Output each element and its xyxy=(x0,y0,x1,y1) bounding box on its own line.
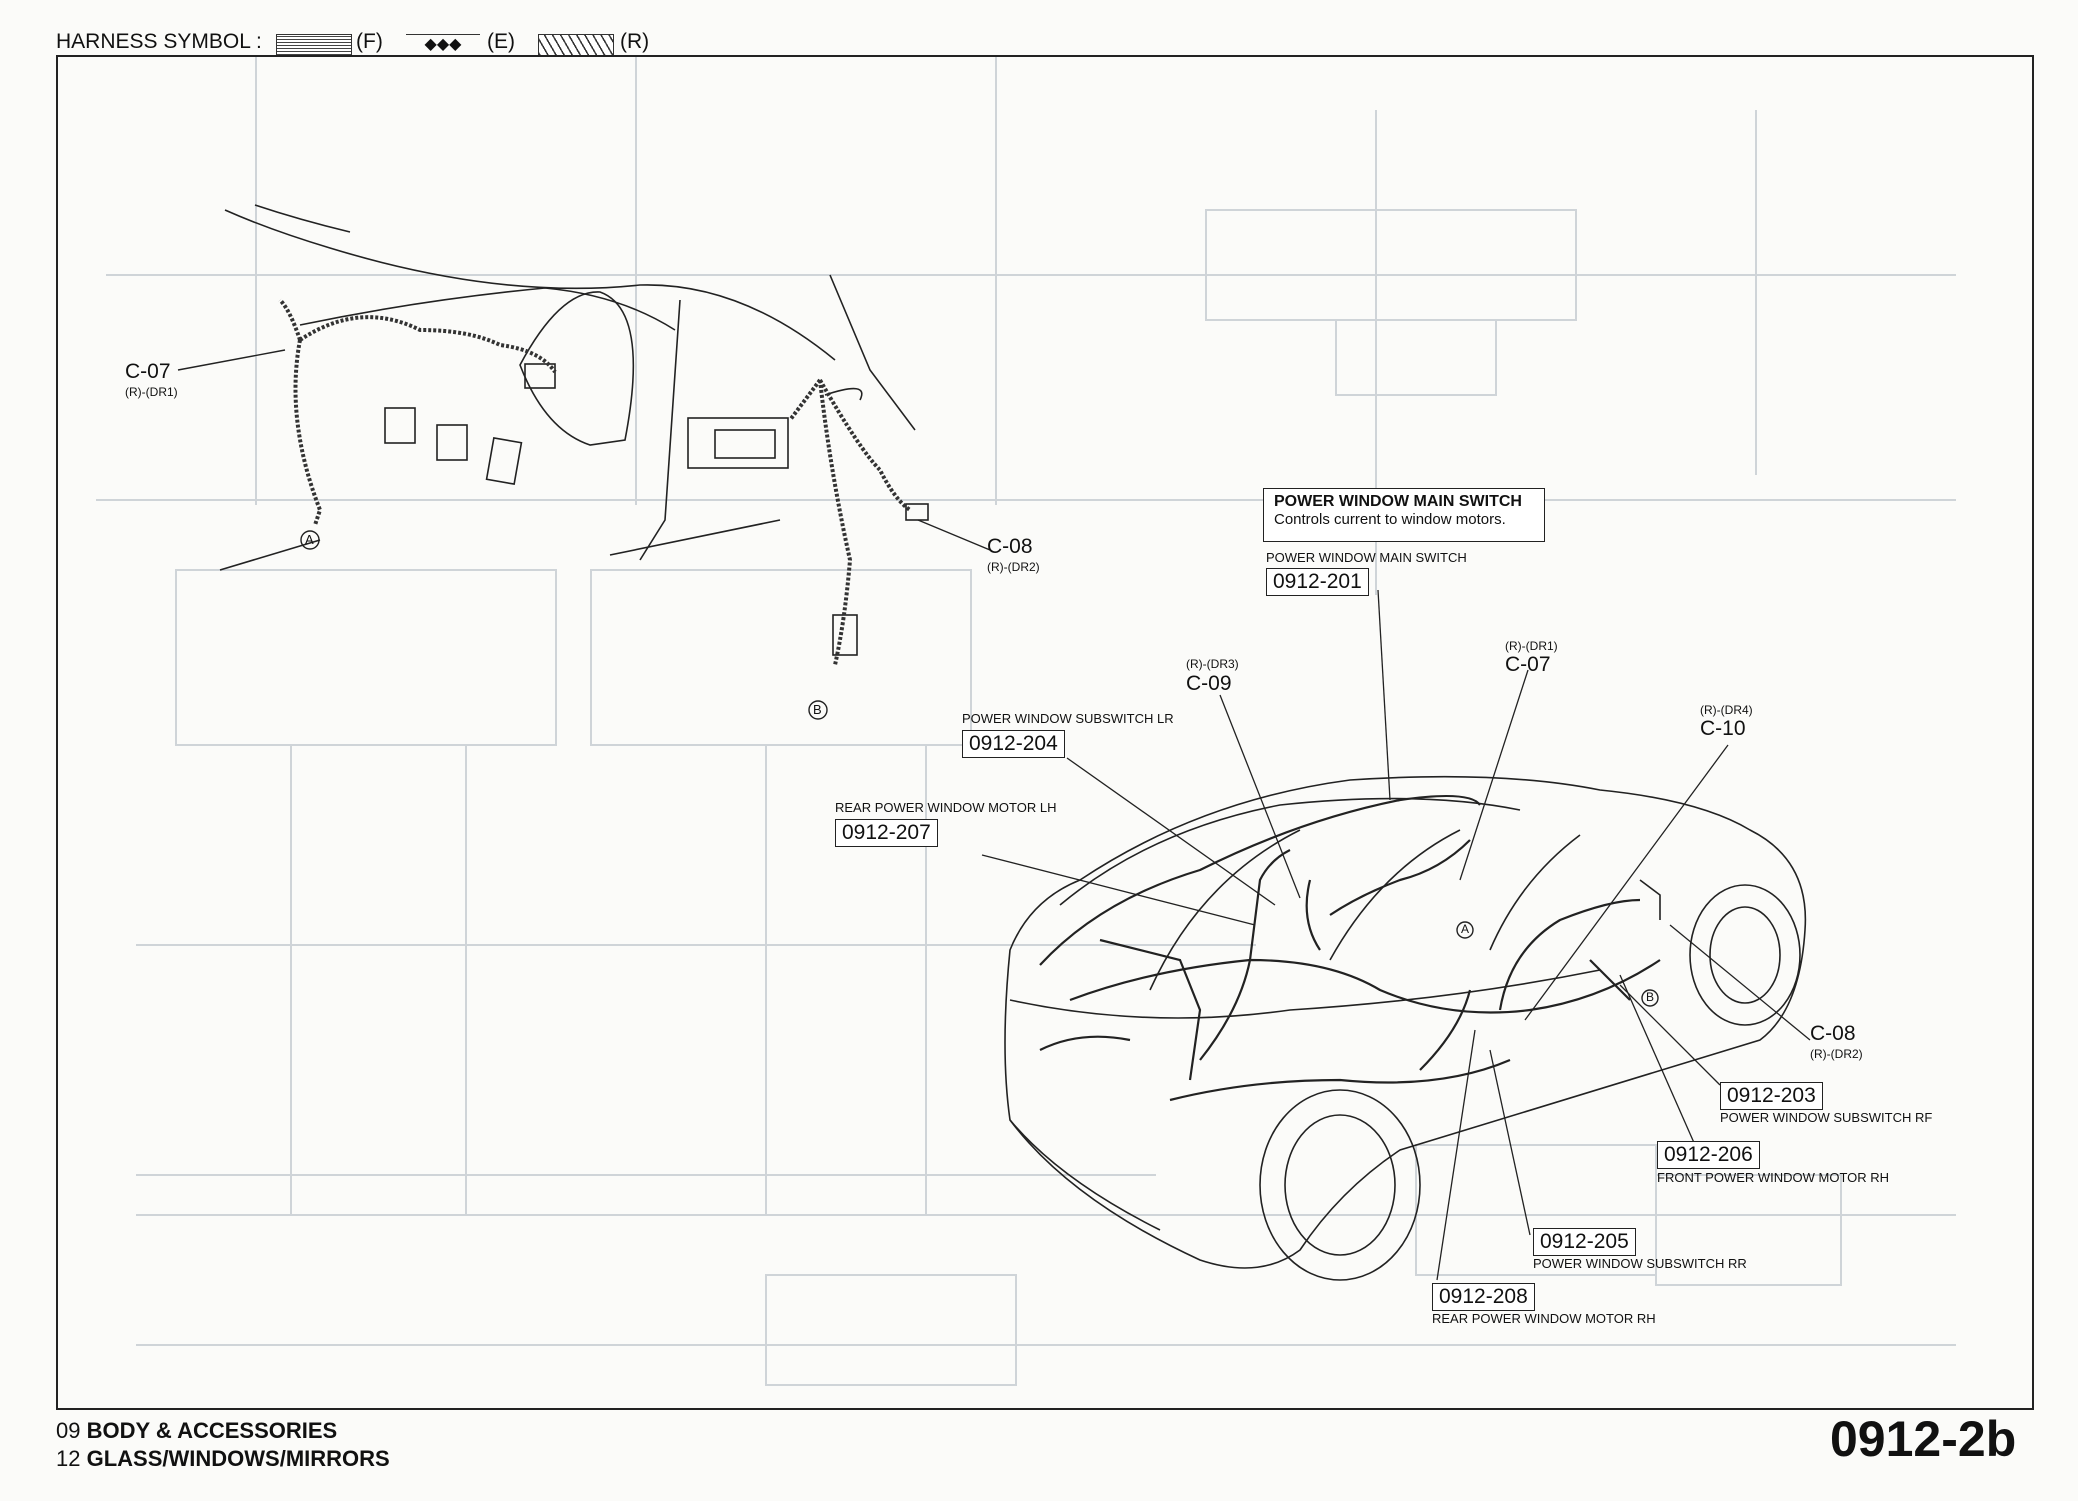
overview-c07-code: C-07 xyxy=(125,360,171,383)
point-b-marker xyxy=(808,700,828,720)
connector-c08-code: C-08 xyxy=(1810,1022,1856,1045)
component-label-0912-203: POWER WINDOW SUBSWITCH RF xyxy=(1720,1110,1933,1125)
main-switch-description: Controls current to window motors. xyxy=(1274,511,1506,528)
component-label-0912-204: POWER WINDOW SUBSWITCH LR xyxy=(962,711,1174,726)
car-body-outline xyxy=(1004,775,1807,1281)
component-code-0912-201: 0912-201 xyxy=(1266,568,1369,596)
page-code: 0912-2b xyxy=(1830,1411,2017,1467)
car-point-a-label: A xyxy=(1461,922,1470,936)
harness-r-label: (R) xyxy=(620,30,650,53)
connector-c07-sub: (R)-(DR1) xyxy=(1505,639,1558,653)
car-point-b-marker xyxy=(1641,989,1659,1007)
connector-c07-code: C-07 xyxy=(1505,653,1551,676)
harness-e-label: (E) xyxy=(487,30,515,53)
overview-c07-sub: (R)-(DR1) xyxy=(125,385,178,399)
footer-section-2-name: GLASS/WINDOWS/MIRRORS xyxy=(86,1446,390,1471)
diagram-frame xyxy=(56,55,2034,1410)
car-harness-wires xyxy=(1039,794,1661,1102)
connector-c10-code: C-10 xyxy=(1700,717,1746,740)
connector-c10-sub: (R)-(DR4) xyxy=(1700,703,1753,717)
connector-c09-code: C-09 xyxy=(1186,672,1232,695)
footer-section-1: 09 BODY & ACCESSORIES xyxy=(56,1418,337,1444)
component-code-0912-207: 0912-207 xyxy=(835,819,938,847)
component-label-0912-208: REAR POWER WINDOW MOTOR RH xyxy=(1432,1311,1656,1326)
footer-section-2: 12 GLASS/WINDOWS/MIRRORS xyxy=(56,1446,390,1472)
harness-symbol-label: HARNESS SYMBOL : xyxy=(56,30,262,53)
component-code-0912-205: 0912-205 xyxy=(1533,1228,1636,1256)
dashboard-harness-drawing xyxy=(219,204,929,656)
component-code-0912-208: 0912-208 xyxy=(1432,1283,1535,1311)
dashboard-harness-wires xyxy=(278,298,912,666)
overview-c08-sub: (R)-(DR2) xyxy=(987,560,1040,574)
main-switch-title: POWER WINDOW MAIN SWITCH xyxy=(1274,493,1522,510)
point-a-marker xyxy=(300,530,320,550)
component-label-0912-206: FRONT POWER WINDOW MOTOR RH xyxy=(1657,1170,1890,1185)
overview-point-b: B xyxy=(813,702,822,717)
car-point-a-marker xyxy=(1456,921,1474,939)
component-code-0912-206: 0912-206 xyxy=(1657,1141,1760,1169)
component-label-0912-201: POWER WINDOW MAIN SWITCH xyxy=(1266,550,1467,565)
connector-c08-sub: (R)-(DR2) xyxy=(1810,1047,1863,1061)
car-point-b-label: B xyxy=(1646,990,1655,1004)
harness-f-label: (F) xyxy=(356,30,383,53)
background-schematic-ghost xyxy=(96,55,1956,1386)
component-label-0912-207: REAR POWER WINDOW MOTOR LH xyxy=(835,800,1057,815)
component-code-0912-203: 0912-203 xyxy=(1720,1082,1823,1110)
overview-c08-code: C-08 xyxy=(987,535,1033,558)
main-switch-title-box: POWER WINDOW MAIN SWITCH Controls curren… xyxy=(1263,488,1545,542)
overview-point-a: A xyxy=(305,532,314,547)
footer-section-2-num: 12 xyxy=(56,1446,81,1471)
footer-section-1-name: BODY & ACCESSORIES xyxy=(86,1418,338,1443)
component-label-0912-205: POWER WINDOW SUBSWITCH RR xyxy=(1533,1256,1747,1271)
component-code-0912-204: 0912-204 xyxy=(962,730,1065,758)
footer-section-1-num: 09 xyxy=(56,1418,81,1443)
leader-lines xyxy=(981,589,1811,1281)
connector-c09-sub: (R)-(DR3) xyxy=(1186,657,1239,671)
